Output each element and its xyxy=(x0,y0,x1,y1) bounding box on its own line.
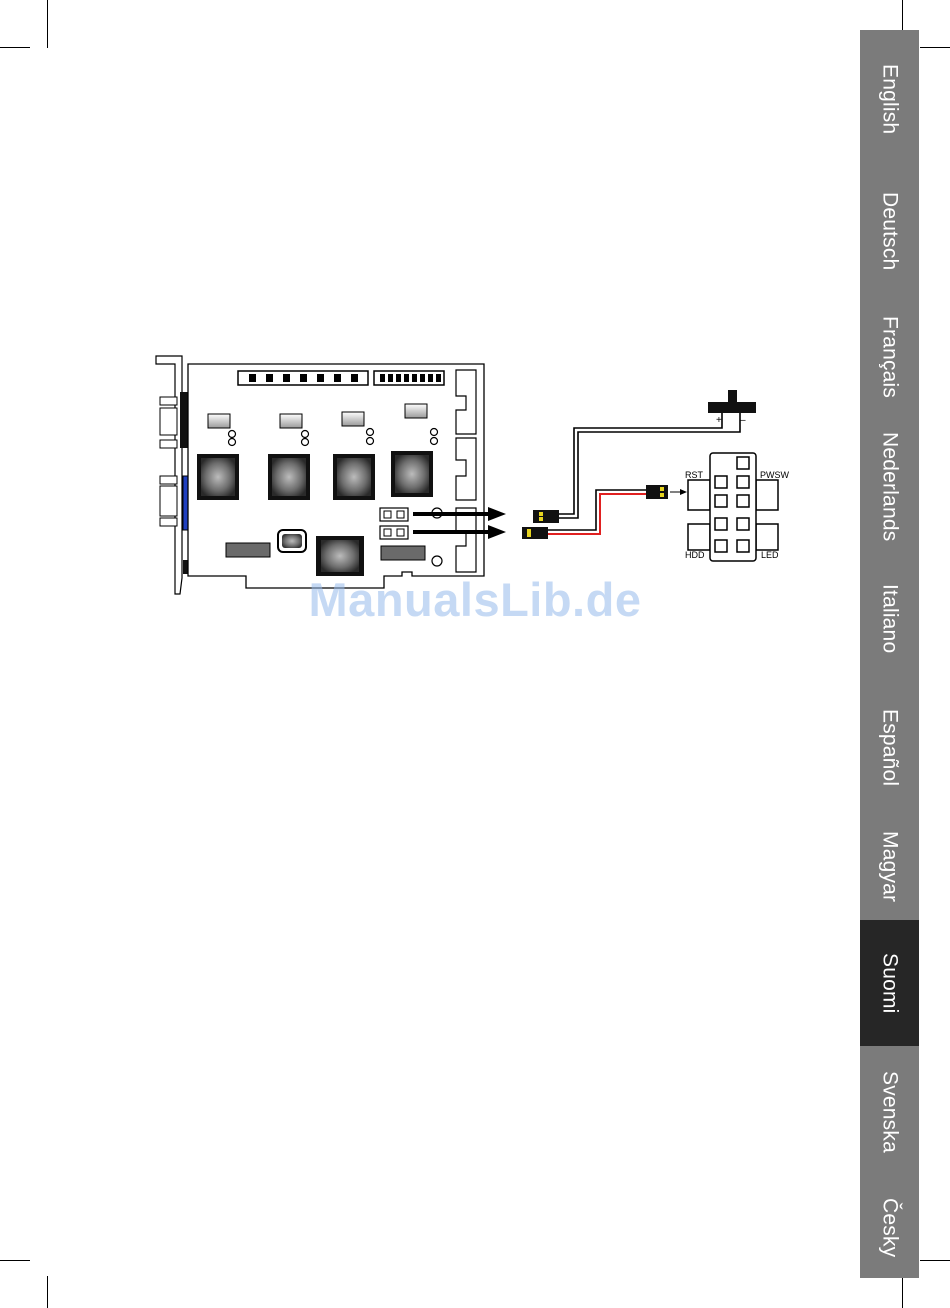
wire-plug xyxy=(522,527,548,539)
pci-bracket xyxy=(156,356,182,594)
language-tab-cesky[interactable]: Česky xyxy=(860,1178,919,1278)
header-wire-black xyxy=(548,490,646,530)
language-label: Español xyxy=(878,709,902,786)
small-component xyxy=(208,414,230,428)
language-tab-espanol[interactable]: Español xyxy=(860,683,919,813)
crystal-inner xyxy=(282,534,302,548)
board-jumper-header xyxy=(380,508,408,521)
language-label: Suomi xyxy=(878,953,902,1014)
switch-minus-label: – xyxy=(740,415,746,426)
header-label-hdd: HDD xyxy=(685,550,705,560)
language-label: Nederlands xyxy=(878,432,902,541)
small-component xyxy=(405,404,427,418)
bracket-tab xyxy=(160,476,177,484)
language-tab-svenska[interactable]: Svenska xyxy=(860,1046,919,1178)
header-arrow xyxy=(670,489,687,495)
dvr-card-wiring-diagram: + – RST PWSW HDD LED xyxy=(150,350,810,610)
crop-mark xyxy=(920,47,950,48)
crop-mark xyxy=(902,0,903,30)
language-label: English xyxy=(878,64,902,134)
small-component xyxy=(342,412,364,426)
bracket-tab xyxy=(160,397,177,405)
header-plug xyxy=(646,485,668,499)
switch-plus-label: + xyxy=(716,415,722,426)
flat-component xyxy=(381,546,425,560)
bracket-tab xyxy=(160,440,177,448)
language-label: Česky xyxy=(878,1198,902,1257)
language-tab-magyar[interactable]: Magyar xyxy=(860,813,919,920)
language-tab-english[interactable]: English xyxy=(860,30,919,168)
language-tab-nederlands[interactable]: Nederlands xyxy=(860,419,919,555)
decoder-chip xyxy=(333,454,375,500)
language-label: Français xyxy=(878,316,902,398)
language-tab-francais[interactable]: Français xyxy=(860,295,919,419)
language-tab-deutsch[interactable]: Deutsch xyxy=(860,168,919,295)
language-label: Magyar xyxy=(878,831,902,902)
language-tab-suomi[interactable]: Suomi xyxy=(860,920,919,1046)
decoder-chip xyxy=(268,454,310,500)
connector-black-top xyxy=(180,392,188,448)
crop-mark xyxy=(902,1276,903,1308)
crop-mark xyxy=(0,47,30,48)
language-sidebar: English Deutsch Français Nederlands Ital… xyxy=(860,30,919,1278)
header-label-rst: RST xyxy=(685,470,704,480)
header-label-pwsw: PWSW xyxy=(760,470,790,480)
mounting-hole xyxy=(432,556,442,566)
bracket-tab xyxy=(160,518,177,526)
language-label: Svenska xyxy=(878,1071,902,1153)
language-label: Deutsch xyxy=(878,192,902,270)
bracket-tab xyxy=(160,408,177,435)
decoder-chip xyxy=(391,451,433,497)
main-processor-chip xyxy=(316,536,364,576)
board-jumper-header xyxy=(380,526,408,539)
header-label-led: LED xyxy=(761,550,779,560)
crop-mark xyxy=(47,1276,48,1308)
watermark: ManualsLib.de xyxy=(0,572,950,627)
crop-mark xyxy=(920,1260,950,1261)
small-component xyxy=(280,414,302,428)
bracket-tab xyxy=(160,486,177,516)
power-switch xyxy=(708,390,756,413)
crop-mark xyxy=(0,1260,30,1261)
crop-mark xyxy=(47,0,48,48)
wire-plug xyxy=(533,510,559,523)
flat-component xyxy=(226,543,270,557)
decoder-chip xyxy=(197,454,239,500)
